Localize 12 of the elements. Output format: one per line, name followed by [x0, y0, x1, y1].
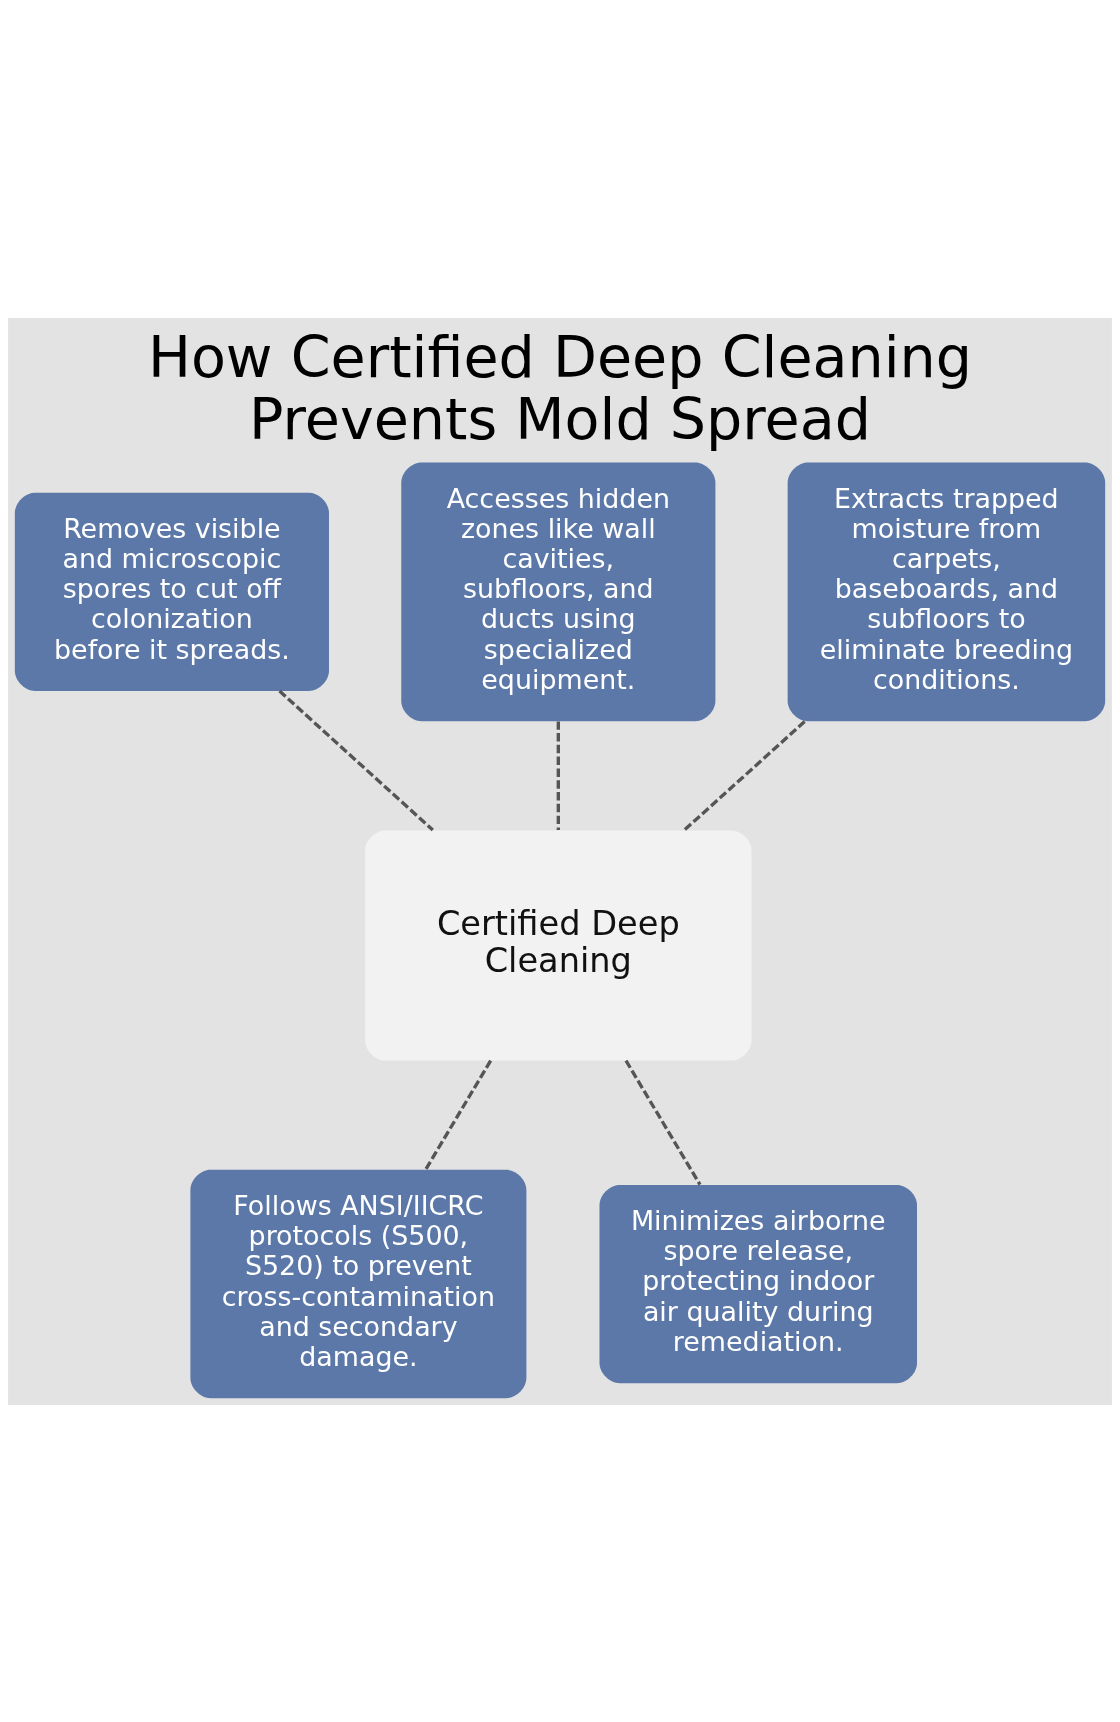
connector: [683, 719, 806, 831]
diagram-title: How Certified Deep Cleaning Prevents Mold Spread: [147, 323, 973, 452]
connector: [424, 1059, 493, 1170]
connector: [624, 1059, 702, 1186]
node-box: Follows ANSI/IICRC protocols (S500, S520) to prevent cross-contamination and secondary damage.: [190, 1169, 527, 1398]
connector: [556, 721, 560, 830]
node-box: Minimizes airborne spore release, protecting indoor air quality during remediation.: [599, 1184, 917, 1383]
node-box: Certified Deep Cleaning: [365, 829, 752, 1061]
node-box: Accesses hidden zones like wall cavities, subfloors, and ducts using specialized equipment.: [401, 462, 716, 721]
connector: [278, 689, 434, 831]
node-box: Extracts trapped moisture from carpets, baseboards, and subfloors to eliminate breeding conditions.: [787, 462, 1106, 721]
node-box: Removes visible and microscopic spores to cut off colonization before it spreads.: [14, 492, 329, 691]
